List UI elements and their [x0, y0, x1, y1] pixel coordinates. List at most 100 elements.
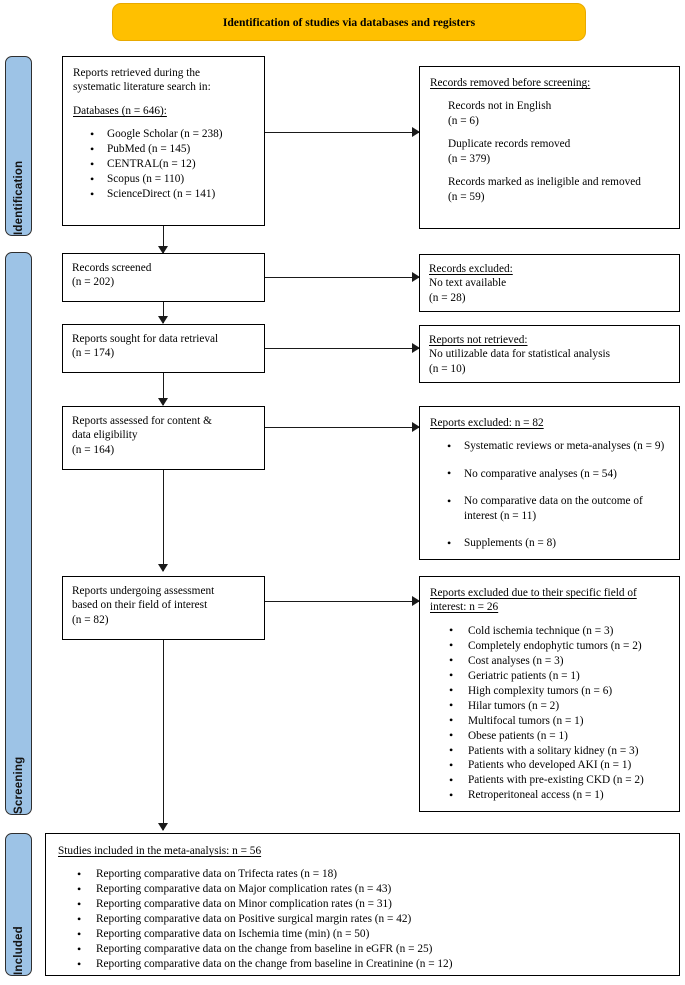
- removed-entry-text: Records not in English: [448, 100, 552, 113]
- header-banner: Identification of studies via databases …: [112, 3, 586, 41]
- field-excluded-list: Cold ischemia technique (n = 3) Complete…: [430, 623, 669, 804]
- list-item: Systematic reviews or meta-analyses (n =…: [447, 439, 669, 455]
- phase-identification-label: Identification: [12, 160, 25, 235]
- list-item: No comparative data on the outcome of in…: [447, 494, 669, 523]
- connector-screened-to-excluded: [265, 277, 419, 278]
- field-assessment-count: (n = 82): [72, 613, 109, 626]
- studies-included-list: Reporting comparative data on Trifecta r…: [58, 867, 667, 973]
- list-item: Multifocal tumors (n = 1): [449, 713, 669, 729]
- arrowhead-retrieved-to-screened: [158, 246, 168, 254]
- box-reports-sought: Reports sought for data retrieval (n = 1…: [62, 324, 265, 373]
- reports-retrieved-subtitle: Databases (n = 646):: [73, 104, 167, 117]
- records-excluded-title: Records excluded:: [429, 263, 513, 275]
- list-item: Reporting comparative data on Major comp…: [77, 882, 667, 898]
- reports-not-retrieved-count: (n = 10): [429, 362, 466, 375]
- list-item: High complexity tumors (n = 6): [449, 683, 669, 699]
- box-records-screened: Records screened (n = 202): [62, 253, 265, 302]
- reports-not-retrieved-title: Reports not retrieved:: [429, 334, 528, 346]
- connector-retrieved-to-screened: [163, 226, 164, 253]
- reports-excluded-title: Reports excluded: n = 82: [430, 417, 544, 429]
- phase-identification: Identification: [5, 56, 32, 236]
- reports-not-retrieved-reason: No utilizable data for statistical analy…: [429, 348, 611, 361]
- box-reports-excluded: Reports excluded: n = 82 Systematic revi…: [419, 406, 680, 560]
- connector-field-to-field-excluded: [265, 601, 419, 602]
- connector-field-to-included: [163, 640, 164, 830]
- list-item: ScienceDirect (n = 141): [90, 187, 254, 203]
- field-assessment-line1: Reports undergoing assessment: [72, 585, 215, 597]
- box-field-excluded: Reports excluded due to their specific f…: [419, 576, 680, 812]
- reports-assessed-line1: Reports assessed for content &: [72, 415, 212, 427]
- list-item: Reporting comparative data on Trifecta r…: [77, 867, 667, 883]
- connector-screened-to-sought: [163, 302, 164, 323]
- databases-list: Google Scholar (n = 238) PubMed (n = 145…: [73, 127, 254, 203]
- list-item: PubMed (n = 145): [90, 142, 254, 158]
- removed-entry-count: (n = 59): [448, 190, 485, 203]
- connector-sought-to-not-retrieved: [265, 348, 419, 349]
- list-item: Patients who developed AKI (n = 1): [449, 758, 669, 774]
- list-item: Patients with pre-existing CKD (n = 2): [449, 773, 669, 789]
- list-item: Reporting comparative data on Positive s…: [77, 912, 667, 928]
- list-item: Obese patients (n = 1): [449, 728, 669, 744]
- connector-retrieved-to-removed: [265, 132, 419, 133]
- records-excluded-reason: No text available: [429, 277, 507, 290]
- list-item: Supplements (n = 8): [447, 536, 669, 552]
- phase-included: Included: [5, 833, 32, 976]
- removed-entry-text: Records marked as ineligible and removed: [448, 176, 641, 189]
- studies-included-title: Studies included in the meta-analysis: n…: [58, 845, 262, 857]
- phase-screening: Screening: [5, 252, 32, 815]
- arrowhead-screened-to-sought: [158, 316, 168, 324]
- list-item: Reporting comparative data on Ischemia t…: [77, 927, 667, 943]
- phase-included-label: Included: [12, 926, 25, 975]
- arrowhead-field-to-field-excluded: [412, 596, 420, 606]
- box-reports-not-retrieved: Reports not retrieved: No utilizable dat…: [419, 325, 680, 383]
- phase-screening-label: Screening: [12, 756, 25, 814]
- box-records-removed-before-screening: Records removed before screening: Record…: [419, 66, 680, 229]
- list-item: Hilar tumors (n = 2): [449, 698, 669, 714]
- arrowhead-retrieved-to-removed: [412, 127, 420, 137]
- removed-entry-count: (n = 6): [448, 114, 479, 127]
- list-item: No comparative analyses (n = 54): [447, 466, 669, 482]
- box-studies-included: Studies included in the meta-analysis: n…: [45, 833, 680, 976]
- list-item: Reporting comparative data on the change…: [77, 957, 667, 973]
- connector-sought-to-assessed: [163, 373, 164, 405]
- arrowhead-assessed-to-field: [158, 564, 168, 572]
- list-item: Reporting comparative data on the change…: [77, 942, 667, 958]
- reports-excluded-list: Systematic reviews or meta-analyses (n =…: [430, 439, 669, 552]
- arrowhead-sought-to-not-retrieved: [412, 343, 420, 353]
- field-excluded-title-line1: Reports excluded due to their specific f…: [430, 587, 637, 599]
- connector-assessed-to-field: [163, 470, 164, 571]
- box-records-excluded: Records excluded: No text available (n =…: [419, 254, 680, 312]
- list-item: Completely endophytic tumors (n = 2): [449, 638, 669, 654]
- list-item: Retroperitoneal access (n = 1): [449, 788, 669, 804]
- connector-assessed-to-reports-excluded: [265, 427, 419, 428]
- reports-sought-label: Reports sought for data retrieval: [72, 333, 219, 345]
- list-item: Scopus (n = 110): [90, 172, 254, 188]
- list-item: Patients with a solitary kidney (n = 3): [449, 743, 669, 759]
- list-item: Geriatric patients (n = 1): [449, 668, 669, 684]
- list-item: Cold ischemia technique (n = 3): [449, 623, 669, 639]
- records-screened-count: (n = 202): [72, 276, 115, 289]
- field-assessment-line2: based on their field of interest: [72, 599, 208, 612]
- list-item: Cost analyses (n = 3): [449, 653, 669, 669]
- records-excluded-count: (n = 28): [429, 291, 466, 304]
- box-reports-retrieved: Reports retrieved during the systematic …: [62, 56, 265, 226]
- list-item: Google Scholar (n = 238): [90, 127, 254, 143]
- removed-entry-text: Duplicate records removed: [448, 138, 571, 151]
- reports-retrieved-line1: Reports retrieved during the: [73, 67, 201, 79]
- header-title: Identification of studies via databases …: [222, 15, 476, 29]
- arrowhead-sought-to-assessed: [158, 398, 168, 406]
- list-item: Reporting comparative data on Minor comp…: [77, 897, 667, 913]
- field-excluded-title-line2: interest: n = 26: [430, 601, 499, 614]
- reports-sought-count: (n = 174): [72, 347, 115, 360]
- reports-retrieved-line2: systematic literature search in:: [73, 81, 211, 94]
- arrowhead-field-to-included: [158, 823, 168, 831]
- records-removed-title: Records removed before screening:: [430, 77, 591, 89]
- records-screened-label: Records screened: [72, 262, 152, 274]
- arrowhead-assessed-to-reports-excluded: [412, 422, 420, 432]
- reports-assessed-line2: data eligibility: [72, 429, 138, 442]
- box-field-assessment: Reports undergoing assessment based on t…: [62, 576, 265, 640]
- arrowhead-screened-to-excluded: [412, 272, 420, 282]
- box-reports-assessed: Reports assessed for content & data elig…: [62, 406, 265, 470]
- reports-assessed-count: (n = 164): [72, 443, 115, 456]
- removed-entry-count: (n = 379): [448, 152, 491, 165]
